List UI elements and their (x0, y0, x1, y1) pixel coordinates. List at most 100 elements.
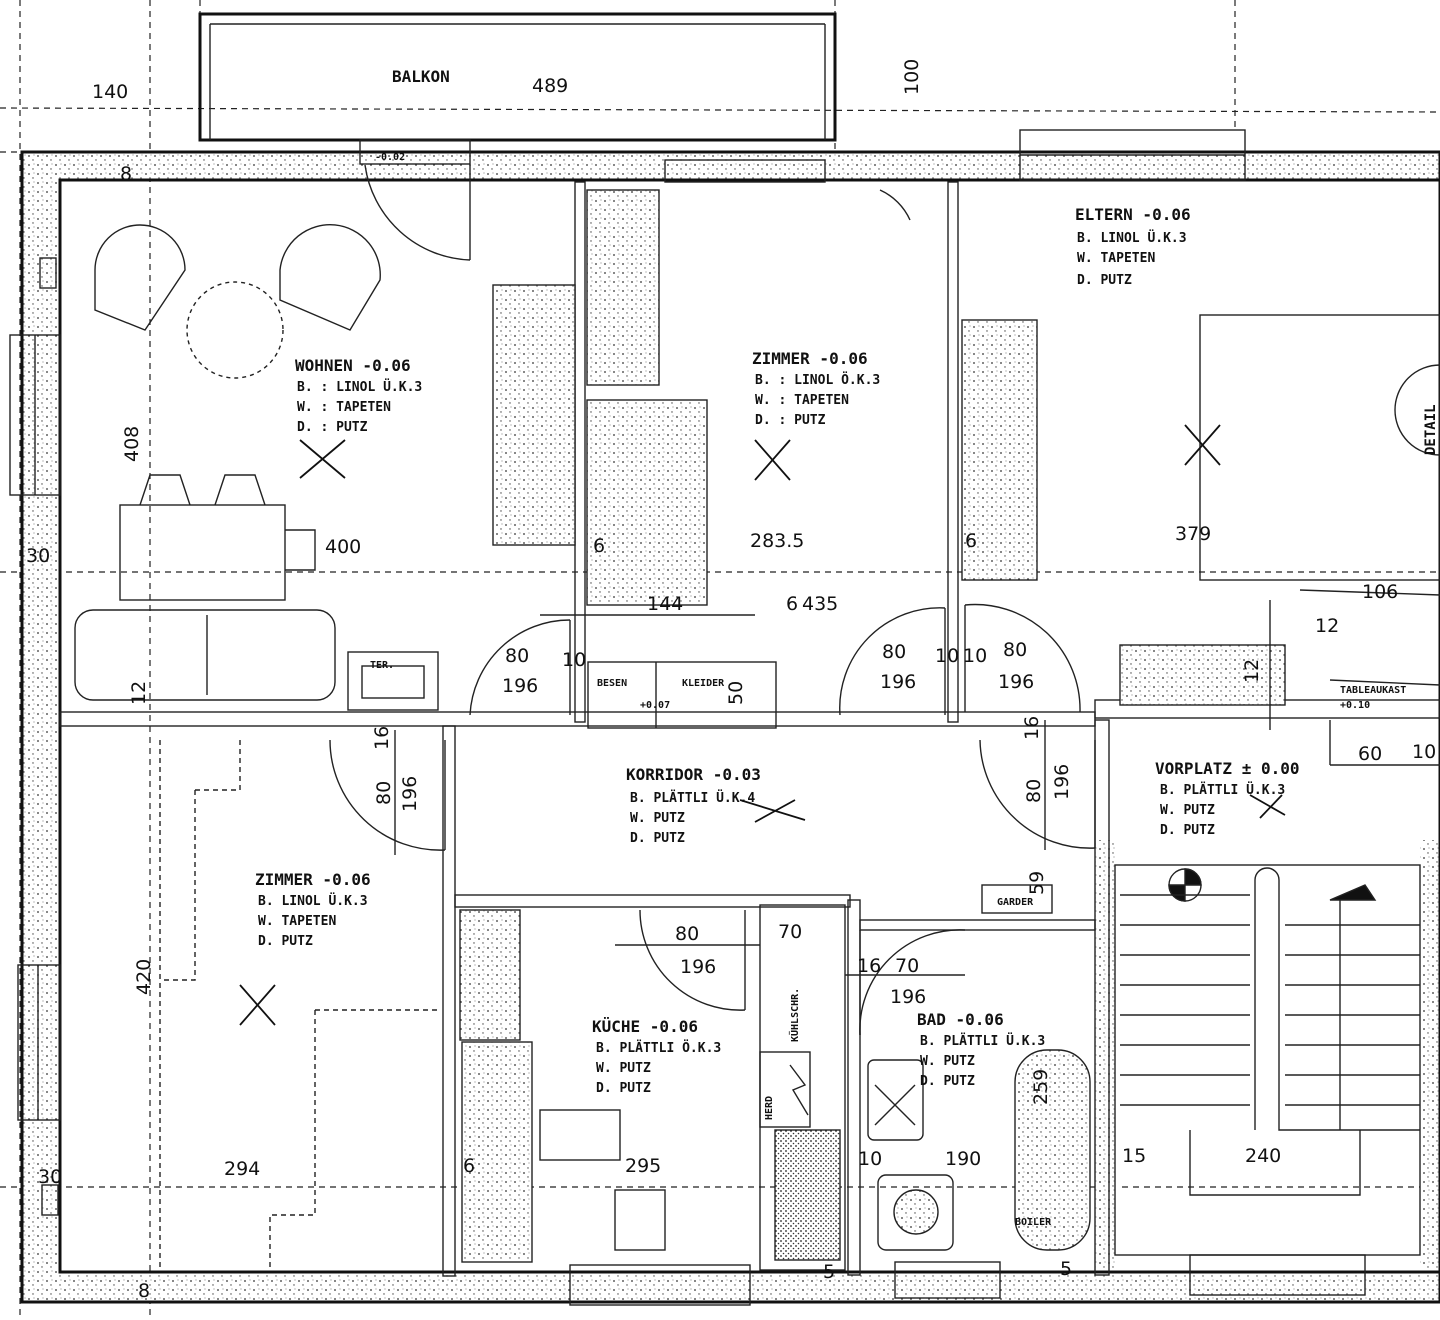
dim-106: 106 (1362, 581, 1398, 603)
floor-finish: B. LINOL Ü.K.3 (258, 893, 368, 909)
dim-12: 12 (128, 681, 150, 705)
room-name: VORPLATZ ± 0.00 (1155, 759, 1300, 778)
dim-196-eltern: 196 (998, 671, 1034, 693)
dim-196-zimmer-south: 196 (399, 776, 421, 812)
room-kueche: KÜCHE -0.06 B. PLÄTTLI Ö.K.3 W. PUTZ D. … (592, 1017, 721, 1096)
dim-6: 6 (786, 593, 798, 615)
dim-80-eltern: 80 (1003, 639, 1027, 661)
balcony (198, 12, 837, 165)
dim-196-wohnen: 196 (502, 675, 538, 697)
room-markers (239, 424, 1286, 1026)
wall-finish: W. PUTZ (1160, 803, 1215, 818)
dim-240: 240 (1245, 1145, 1281, 1167)
floor-finish: B. : LINOL Ö.K.3 (755, 372, 880, 388)
dim-16-kueche: 16 (857, 955, 881, 977)
tableaukasten-label: TABLEAUKAST (1340, 685, 1406, 696)
detail-label: DETAIL (1423, 404, 1439, 455)
tableau-level: +0.10 (1340, 700, 1370, 711)
exterior-walls (20, 150, 1440, 1304)
dim-5-kueche: 5 (823, 1261, 835, 1283)
dim-80-zimmer-south: 80 (373, 781, 395, 805)
windows (9, 129, 1366, 1306)
room-korridor: KORRIDOR -0.03 B. PLÄTTLI Ü.K.4 W. PUTZ … (626, 765, 761, 846)
dim-420: 420 (133, 959, 155, 995)
schrank-level: +0.07 (640, 700, 670, 711)
dim-144: 144 (647, 593, 683, 615)
dim-10-eltern: 10 (963, 645, 987, 667)
ceiling-finish: D. PUTZ (1077, 273, 1132, 288)
kuehlschrank-label: KÜHLSCHR. (787, 988, 801, 1042)
room-name: ZIMMER -0.06 (255, 870, 371, 889)
dim-15: 15 (1122, 1145, 1146, 1167)
interior-walls (59, 181, 1440, 1277)
dim-259: 259 (1030, 1069, 1052, 1105)
room-name: ELTERN -0.06 (1075, 205, 1191, 224)
boiler-label: BOILER (1015, 1217, 1052, 1228)
room-name: KÜCHE -0.06 (592, 1017, 698, 1036)
besen-label: BESEN (597, 678, 627, 689)
floor-finish: B. LINOL Ü.K.3 (1077, 230, 1187, 246)
room-name: ZIMMER -0.06 (752, 349, 868, 368)
dim-435: 435 (802, 593, 838, 615)
room-eltern: ELTERN -0.06 B. LINOL Ü.K.3 W. TAPETEN D… (1075, 205, 1191, 288)
dim-408: 408 (121, 426, 143, 462)
dim-5-bad: 5 (1060, 1258, 1072, 1280)
ter-label: TER. (370, 660, 394, 671)
balcony-label: BALKON (392, 67, 450, 86)
dim-12-right: 12 (1315, 615, 1339, 637)
dim-70-kueche: 70 (778, 921, 802, 943)
floor-finish: B. PLÄTTLI Ü.K.3 (1160, 782, 1285, 798)
dim-10-wohnen: 10 (562, 649, 586, 671)
dim-400: 400 (325, 536, 361, 558)
dim-80-bad: 80 (1023, 779, 1045, 803)
dim-10-vorplatz: 10 (1412, 741, 1436, 763)
dim-100: 100 (901, 59, 923, 95)
dim-6-kueche: 6 (463, 1155, 475, 1177)
dim-70-bad: 70 (895, 955, 919, 977)
furniture (74, 189, 1440, 1271)
dim-10-bad: 10 (858, 1148, 882, 1170)
herd-label: HERD (764, 1096, 775, 1120)
floor-finish: B. PLÄTTLI Ü.K.3 (920, 1033, 1045, 1049)
room-vorplatz: VORPLATZ ± 0.00 B. PLÄTTLI Ü.K.3 W. PUTZ… (1155, 759, 1300, 838)
kleider-label: KLEIDER (682, 678, 725, 689)
dim-80-zimmer: 80 (882, 641, 906, 663)
room-name: KORRIDOR -0.03 (626, 765, 761, 784)
dim-10-zimmer: 10 (935, 645, 959, 667)
dim-379: 379 (1175, 523, 1211, 545)
dim-8-top: 8 (120, 163, 132, 185)
room-name: WOHNEN -0.06 (295, 356, 411, 375)
dim-196-bad-door: 196 (890, 986, 926, 1008)
dim-489: 489 (532, 75, 568, 97)
ceiling-finish: D. PUTZ (596, 1081, 651, 1096)
dim-140: 140 (92, 81, 128, 103)
floor-finish: B. PLÄTTLI Ö.K.3 (596, 1040, 721, 1056)
dim-30-top: 30 (26, 545, 50, 567)
dim-59: 59 (1026, 871, 1048, 895)
ceiling-finish: D. : PUTZ (297, 420, 368, 435)
dim-196-kueche: 196 (680, 956, 716, 978)
dim-8-bottom: 8 (138, 1280, 150, 1302)
dim-6-zimmer: 6 (593, 535, 605, 557)
floor-finish: B. : LINOL Ü.K.3 (297, 379, 422, 395)
dim-80-wohnen: 80 (505, 645, 529, 667)
dim-16-zimmer: 16 (371, 726, 393, 750)
fixture-labels: BALKON -0.02 DETAIL TABLEAUKAST +0.10 BE… (370, 67, 1439, 1228)
dim-80-kueche: 80 (675, 923, 699, 945)
dim-6-eltern: 6 (965, 530, 977, 552)
room-bad: BAD -0.06 B. PLÄTTLI Ü.K.3 W. PUTZ D. PU… (917, 1010, 1045, 1089)
ceiling-finish: D. PUTZ (258, 934, 313, 949)
wall-finish: W. PUTZ (630, 811, 685, 826)
ceiling-finish: D. PUTZ (630, 831, 685, 846)
room-wohnen: WOHNEN -0.06 B. : LINOL Ü.K.3 W. : TAPET… (295, 356, 422, 435)
floor-finish: B. PLÄTTLI Ü.K.4 (630, 790, 755, 806)
wall-finish: W. TAPETEN (1077, 251, 1155, 266)
dim-50: 50 (725, 681, 747, 705)
ceiling-finish: D. PUTZ (1160, 823, 1215, 838)
dim-294: 294 (224, 1158, 260, 1180)
balcony-level: -0.02 (375, 152, 405, 163)
dim-295: 295 (625, 1155, 661, 1177)
room-zimmer-north: ZIMMER -0.06 B. : LINOL Ö.K.3 W. : TAPET… (752, 349, 880, 428)
garderobe-label: GARDER (997, 897, 1034, 908)
